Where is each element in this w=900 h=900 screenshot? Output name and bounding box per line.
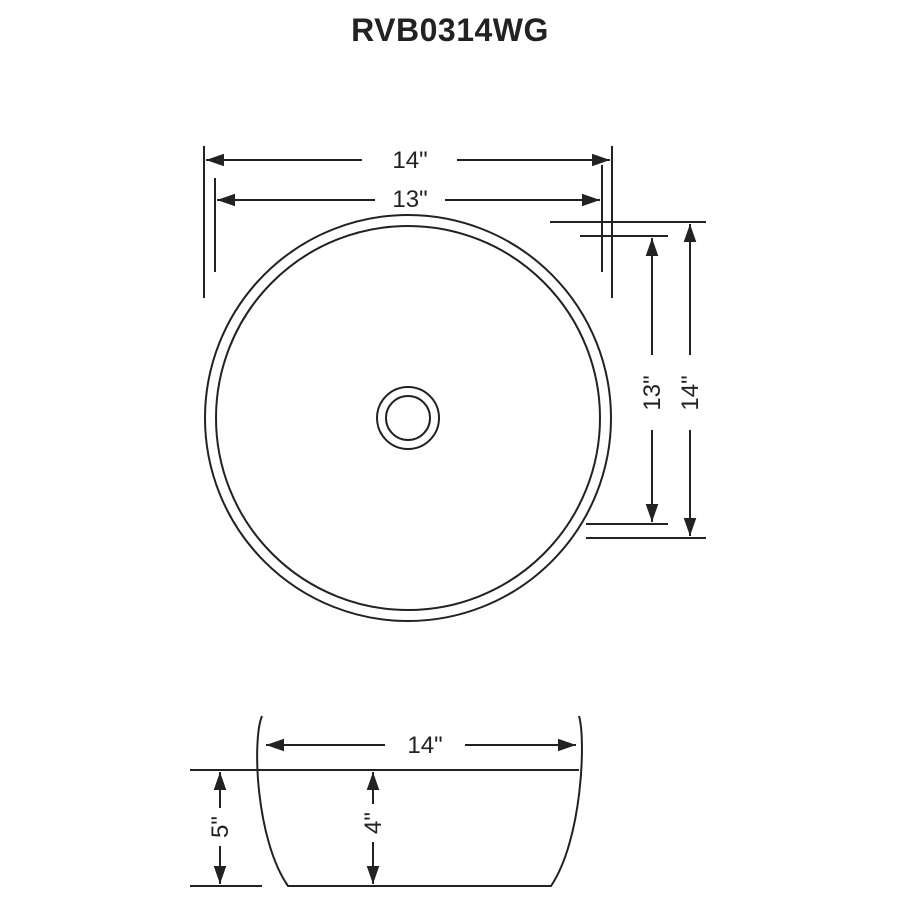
outer-width-label: 14" [392, 147, 427, 174]
inner-width-label: 13" [392, 186, 427, 213]
outer-height-dimension: 5" [207, 772, 234, 884]
outer-depth-label: 14" [677, 375, 704, 410]
drain-outer-ring [376, 386, 440, 450]
side-width-label: 14" [407, 732, 442, 759]
drawing-title: RVB0314WG [351, 12, 549, 48]
basin-outer-rim [204, 214, 612, 622]
inner-height-label: 4" [360, 812, 387, 834]
side-view: 14" 5" 4" [190, 715, 583, 887]
outer-depth-dimension: 14" [677, 224, 704, 536]
inner-width-dimension: 13" [214, 165, 603, 272]
inner-depth-label: 13" [639, 375, 666, 410]
basin-side-profile [256, 715, 583, 887]
outer-width-dimension: 14" [203, 146, 613, 298]
inner-depth-dimension: 13" [639, 238, 666, 522]
top-view: 14" 13" 13" 14" [203, 146, 706, 622]
side-width-dimension: 14" [266, 732, 576, 759]
drain-inner-ring [385, 395, 431, 441]
outer-height-label: 5" [207, 816, 234, 838]
inner-height-dimension: 4" [360, 772, 387, 884]
basin-inner-rim [215, 225, 601, 611]
